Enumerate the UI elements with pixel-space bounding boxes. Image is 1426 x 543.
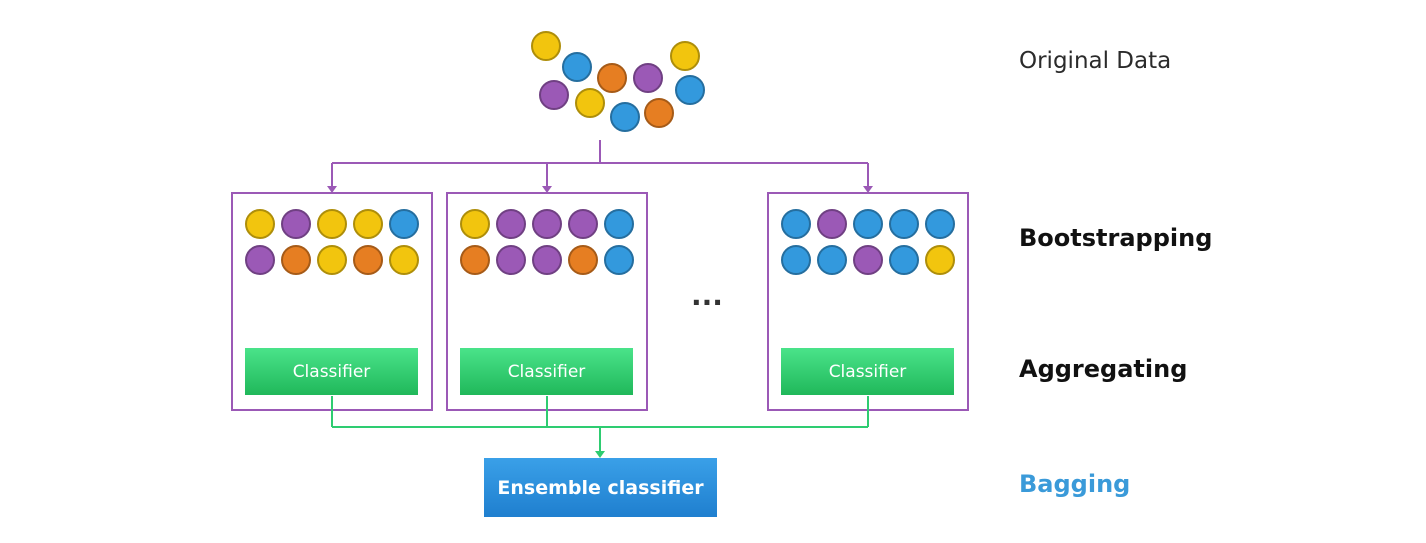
original-data-point <box>675 75 705 105</box>
original-data-point <box>644 98 674 128</box>
sample-data-point <box>460 245 490 275</box>
sample-data-point <box>817 245 847 275</box>
classifier-3: Classifier <box>781 348 954 395</box>
sample-data-point <box>853 245 883 275</box>
sample-data-point <box>532 209 562 239</box>
original-data-point <box>633 63 663 93</box>
ensemble-classifier: Ensemble classifier <box>484 458 717 517</box>
aggregate-connector <box>331 396 869 451</box>
sample-data-point <box>496 245 526 275</box>
sample-data-point <box>389 209 419 239</box>
arrowhead-3 <box>863 186 873 193</box>
split-arrowheads <box>327 186 873 193</box>
ensemble-label: Ensemble classifier <box>497 477 704 499</box>
sample-data-point <box>353 245 383 275</box>
sample-data-point <box>781 245 811 275</box>
sample-data-point <box>496 209 526 239</box>
original-data-point <box>539 80 569 110</box>
sample-data-point <box>568 209 598 239</box>
label-bootstrapping: Bootstrapping <box>1019 224 1213 252</box>
sample-data-point <box>460 209 490 239</box>
sample-data-point <box>245 209 275 239</box>
sample-data-point <box>317 209 347 239</box>
sample-data-point <box>925 245 955 275</box>
classifier-label: Classifier <box>829 362 907 382</box>
sample-data-point <box>245 245 275 275</box>
original-data-point <box>531 31 561 61</box>
sample-data-point <box>889 209 919 239</box>
sample-data-point <box>389 245 419 275</box>
classifier-label: Classifier <box>508 362 586 382</box>
original-data-point <box>597 63 627 93</box>
ellipsis: ... <box>691 279 723 312</box>
arrowhead-1 <box>327 186 337 193</box>
classifier-1: Classifier <box>245 348 418 395</box>
original-data-cluster <box>531 31 705 132</box>
sample-data-point <box>568 245 598 275</box>
arrowhead-2 <box>542 186 552 193</box>
original-data-point <box>562 52 592 82</box>
sample-data-point <box>889 245 919 275</box>
label-aggregating: Aggregating <box>1019 355 1188 383</box>
sample-data-point <box>853 209 883 239</box>
classifier-label: Classifier <box>293 362 371 382</box>
label-original-data: Original Data <box>1019 48 1172 74</box>
sample-data-point <box>925 209 955 239</box>
original-data-point <box>610 102 640 132</box>
label-bagging: Bagging <box>1019 470 1131 498</box>
sample-data-point <box>281 245 311 275</box>
sample-data-point <box>532 245 562 275</box>
sample-data-point <box>781 209 811 239</box>
sample-data-point <box>281 209 311 239</box>
aggregate-arrowhead <box>595 451 605 458</box>
sample-circles <box>245 209 955 275</box>
split-connector <box>331 140 869 186</box>
sample-data-point <box>317 245 347 275</box>
classifier-2: Classifier <box>460 348 633 395</box>
sample-data-point <box>353 209 383 239</box>
sample-data-point <box>817 209 847 239</box>
sample-data-point <box>604 245 634 275</box>
sample-data-point <box>604 209 634 239</box>
original-data-point <box>575 88 605 118</box>
original-data-point <box>670 41 700 71</box>
